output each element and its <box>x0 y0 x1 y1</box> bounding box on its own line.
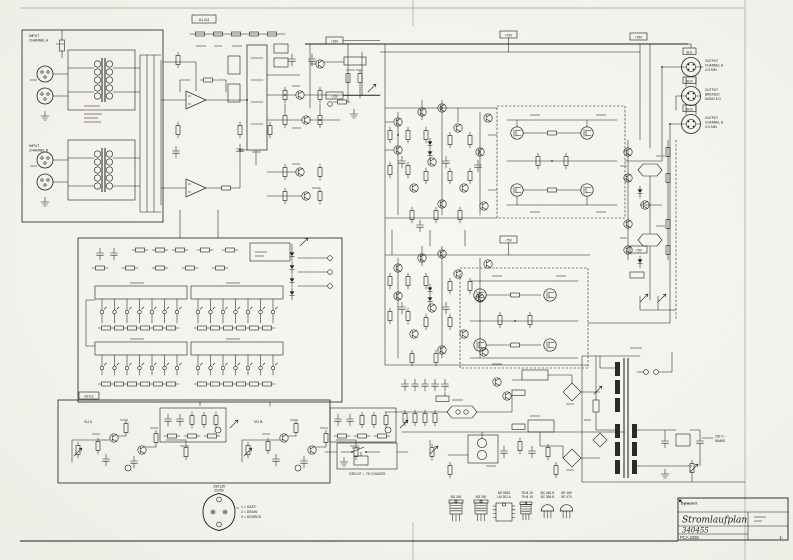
mosfet-type-2: 2SJ50 <box>214 489 224 493</box>
package-label-3a: NE 5532 <box>498 491 511 495</box>
package-label-4a: 78 M 15 <box>521 491 533 495</box>
board-ref-2: A2-D1 <box>84 395 93 399</box>
package-label-6a: BF 469 <box>561 491 572 495</box>
input-b-label-1: INPUT <box>29 144 39 148</box>
package-label-6b: BF 470 <box>561 495 572 499</box>
title-block-page: 1- <box>779 535 783 540</box>
rail-flag-5: +75V <box>635 35 643 39</box>
board-ref-1: A1-D4 <box>199 18 209 22</box>
output-a-caption-3: 4 Ω MIN <box>705 68 717 72</box>
title-block-maker: Dynacord <box>681 502 697 506</box>
rail-flag-2: -15V <box>331 94 339 98</box>
package-label-3b: LM 301 A <box>497 495 511 499</box>
package-label-5a: BC 546 B <box>541 491 555 495</box>
output-b-caption-3: 4 Ω MIN <box>705 125 717 129</box>
schematic-linework <box>20 0 789 560</box>
output-b-caption-2: CHANNEL B <box>705 120 723 124</box>
package-label-4b: 79 M 15 <box>521 495 533 499</box>
input-b-label-2: CHANNEL B <box>29 148 49 152</box>
input-a-label-2: CHANNEL A <box>29 38 49 42</box>
vu-a-label: VU A <box>84 420 93 424</box>
mains-caption-2: MAINS <box>715 439 725 443</box>
title-block-model: PCA 2250 <box>680 535 700 540</box>
rail-flag-6: -75V <box>635 248 643 252</box>
mosfet-pin-2: 2 = DRAIN <box>241 510 258 514</box>
output-bridged-caption-1: OUTPUT <box>705 88 718 92</box>
rail-flag-3: +75V <box>505 33 513 37</box>
output-a-caption-1: OUTPUT <box>705 59 718 63</box>
package-label-1: BD 249 <box>451 495 462 499</box>
mosfet-type-1: 2SK135 <box>213 485 225 489</box>
input-a-label-1: INPUT <box>29 34 39 38</box>
schematic-labels: INPUT CHANNEL A INPUT CHANNEL B A1-D4 A2… <box>29 18 784 540</box>
mosfet-pin-3: 3 = SOURCE <box>241 515 262 519</box>
package-label-5b: BC 556 B <box>541 495 555 499</box>
mosfet-pin-1: 1 = GATE <box>241 505 256 509</box>
output-bridged-caption-3: MONO 8 Ω <box>705 97 721 101</box>
connector-bu1-label: BU1 <box>686 50 692 54</box>
output-b-caption-1: OUTPUT <box>705 116 718 120</box>
vu-b-label: VU B <box>254 420 263 424</box>
title-block-title: Stromlaufplan <box>682 516 747 526</box>
connector-bu3-label: BU3 <box>686 107 692 111</box>
connector-bu2-label: BU2 <box>686 79 692 83</box>
rail-flag-4: -75V <box>505 238 513 242</box>
output-a-caption-2: CHANNEL A <box>705 63 724 67</box>
package-label-2: BD 250 <box>476 495 487 499</box>
output-bridged-caption-2: BRIDGED <box>705 92 720 96</box>
ground-note: CIRCUIT ⊥ TO CHASSIS <box>349 472 386 476</box>
title-block-number: 340455 <box>682 527 709 535</box>
rail-flag-1: +15V <box>331 39 339 43</box>
mains-caption-1: 230 V~ <box>715 435 725 439</box>
